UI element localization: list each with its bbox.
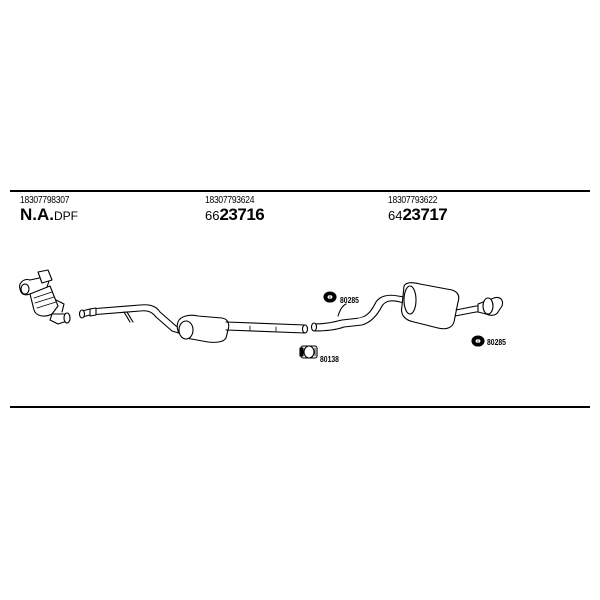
accessory-ref-3: 80285	[487, 338, 506, 347]
section-code-1: N.A.DPF	[20, 206, 78, 224]
section-code-2: 6623716	[205, 205, 265, 224]
section-code-3: 6423717	[388, 205, 448, 224]
pipe-clamp-80138	[299, 345, 318, 359]
part-number-2: 18307793624	[205, 195, 255, 206]
code-main-3: 23717	[402, 205, 448, 224]
code-prefix-1: N.A.	[20, 205, 54, 224]
front-pipe-middle-silencer	[78, 304, 309, 343]
code-prefix-2: 66	[205, 208, 220, 223]
rubber-mount-80285-upper	[323, 291, 337, 303]
rubber-mount-80285-lower	[471, 335, 485, 347]
code-prefix-3: 64	[388, 208, 403, 223]
catalytic-converter-dpf	[19, 269, 71, 325]
bottom-divider-line	[10, 406, 590, 408]
rear-pipe-rear-silencer	[310, 282, 504, 332]
accessory-ref-1: 80285	[340, 296, 359, 305]
code-main-2: 23716	[219, 205, 265, 224]
top-divider-line	[10, 190, 590, 192]
code-suffix-1: DPF	[54, 209, 78, 223]
part-number-3: 18307793622	[388, 195, 438, 206]
part-number-1: 18307798307	[20, 195, 70, 206]
accessory-ref-2: 80138	[320, 355, 339, 364]
